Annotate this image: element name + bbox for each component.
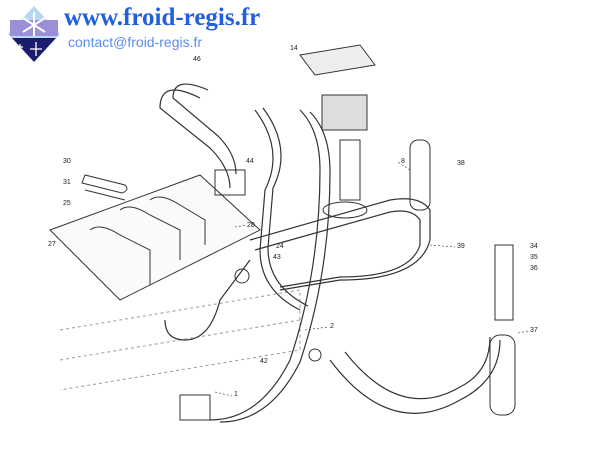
part-label-31: 31	[63, 179, 71, 186]
part-label-1: 1	[234, 391, 238, 398]
part-label-44: 44	[246, 158, 254, 165]
pump-assembly	[299, 44, 431, 219]
hoses	[159, 83, 501, 423]
part-label-36: 36	[530, 265, 538, 272]
part-label-43: 43	[273, 254, 281, 261]
froid-regis-logo	[8, 6, 60, 62]
valves-and-fittings	[179, 169, 516, 421]
part-label-34: 34	[530, 243, 538, 250]
part-label-28: 28	[247, 222, 255, 229]
part-label-2: 2	[330, 323, 334, 330]
part-label-42: 42	[260, 358, 268, 365]
contact-email-link[interactable]: contact@froid-regis.fr	[68, 34, 203, 50]
part-label-38: 38	[457, 160, 465, 167]
drain-tray	[49, 174, 261, 301]
part-label-46: 46	[193, 56, 201, 63]
part-label-30: 30	[63, 158, 71, 165]
part-label-8: 8	[401, 158, 405, 165]
part-label-27: 27	[48, 241, 56, 248]
part-label-37: 37	[530, 327, 538, 334]
part-label-39: 39	[457, 243, 465, 250]
part-label-25: 25	[63, 200, 71, 207]
part-label-14: 14	[290, 45, 298, 52]
leader-lines	[214, 161, 529, 397]
part-label-24: 24	[276, 243, 284, 250]
site-url-link[interactable]: www.froid-regis.fr	[64, 4, 261, 31]
part-label-35: 35	[530, 254, 538, 261]
